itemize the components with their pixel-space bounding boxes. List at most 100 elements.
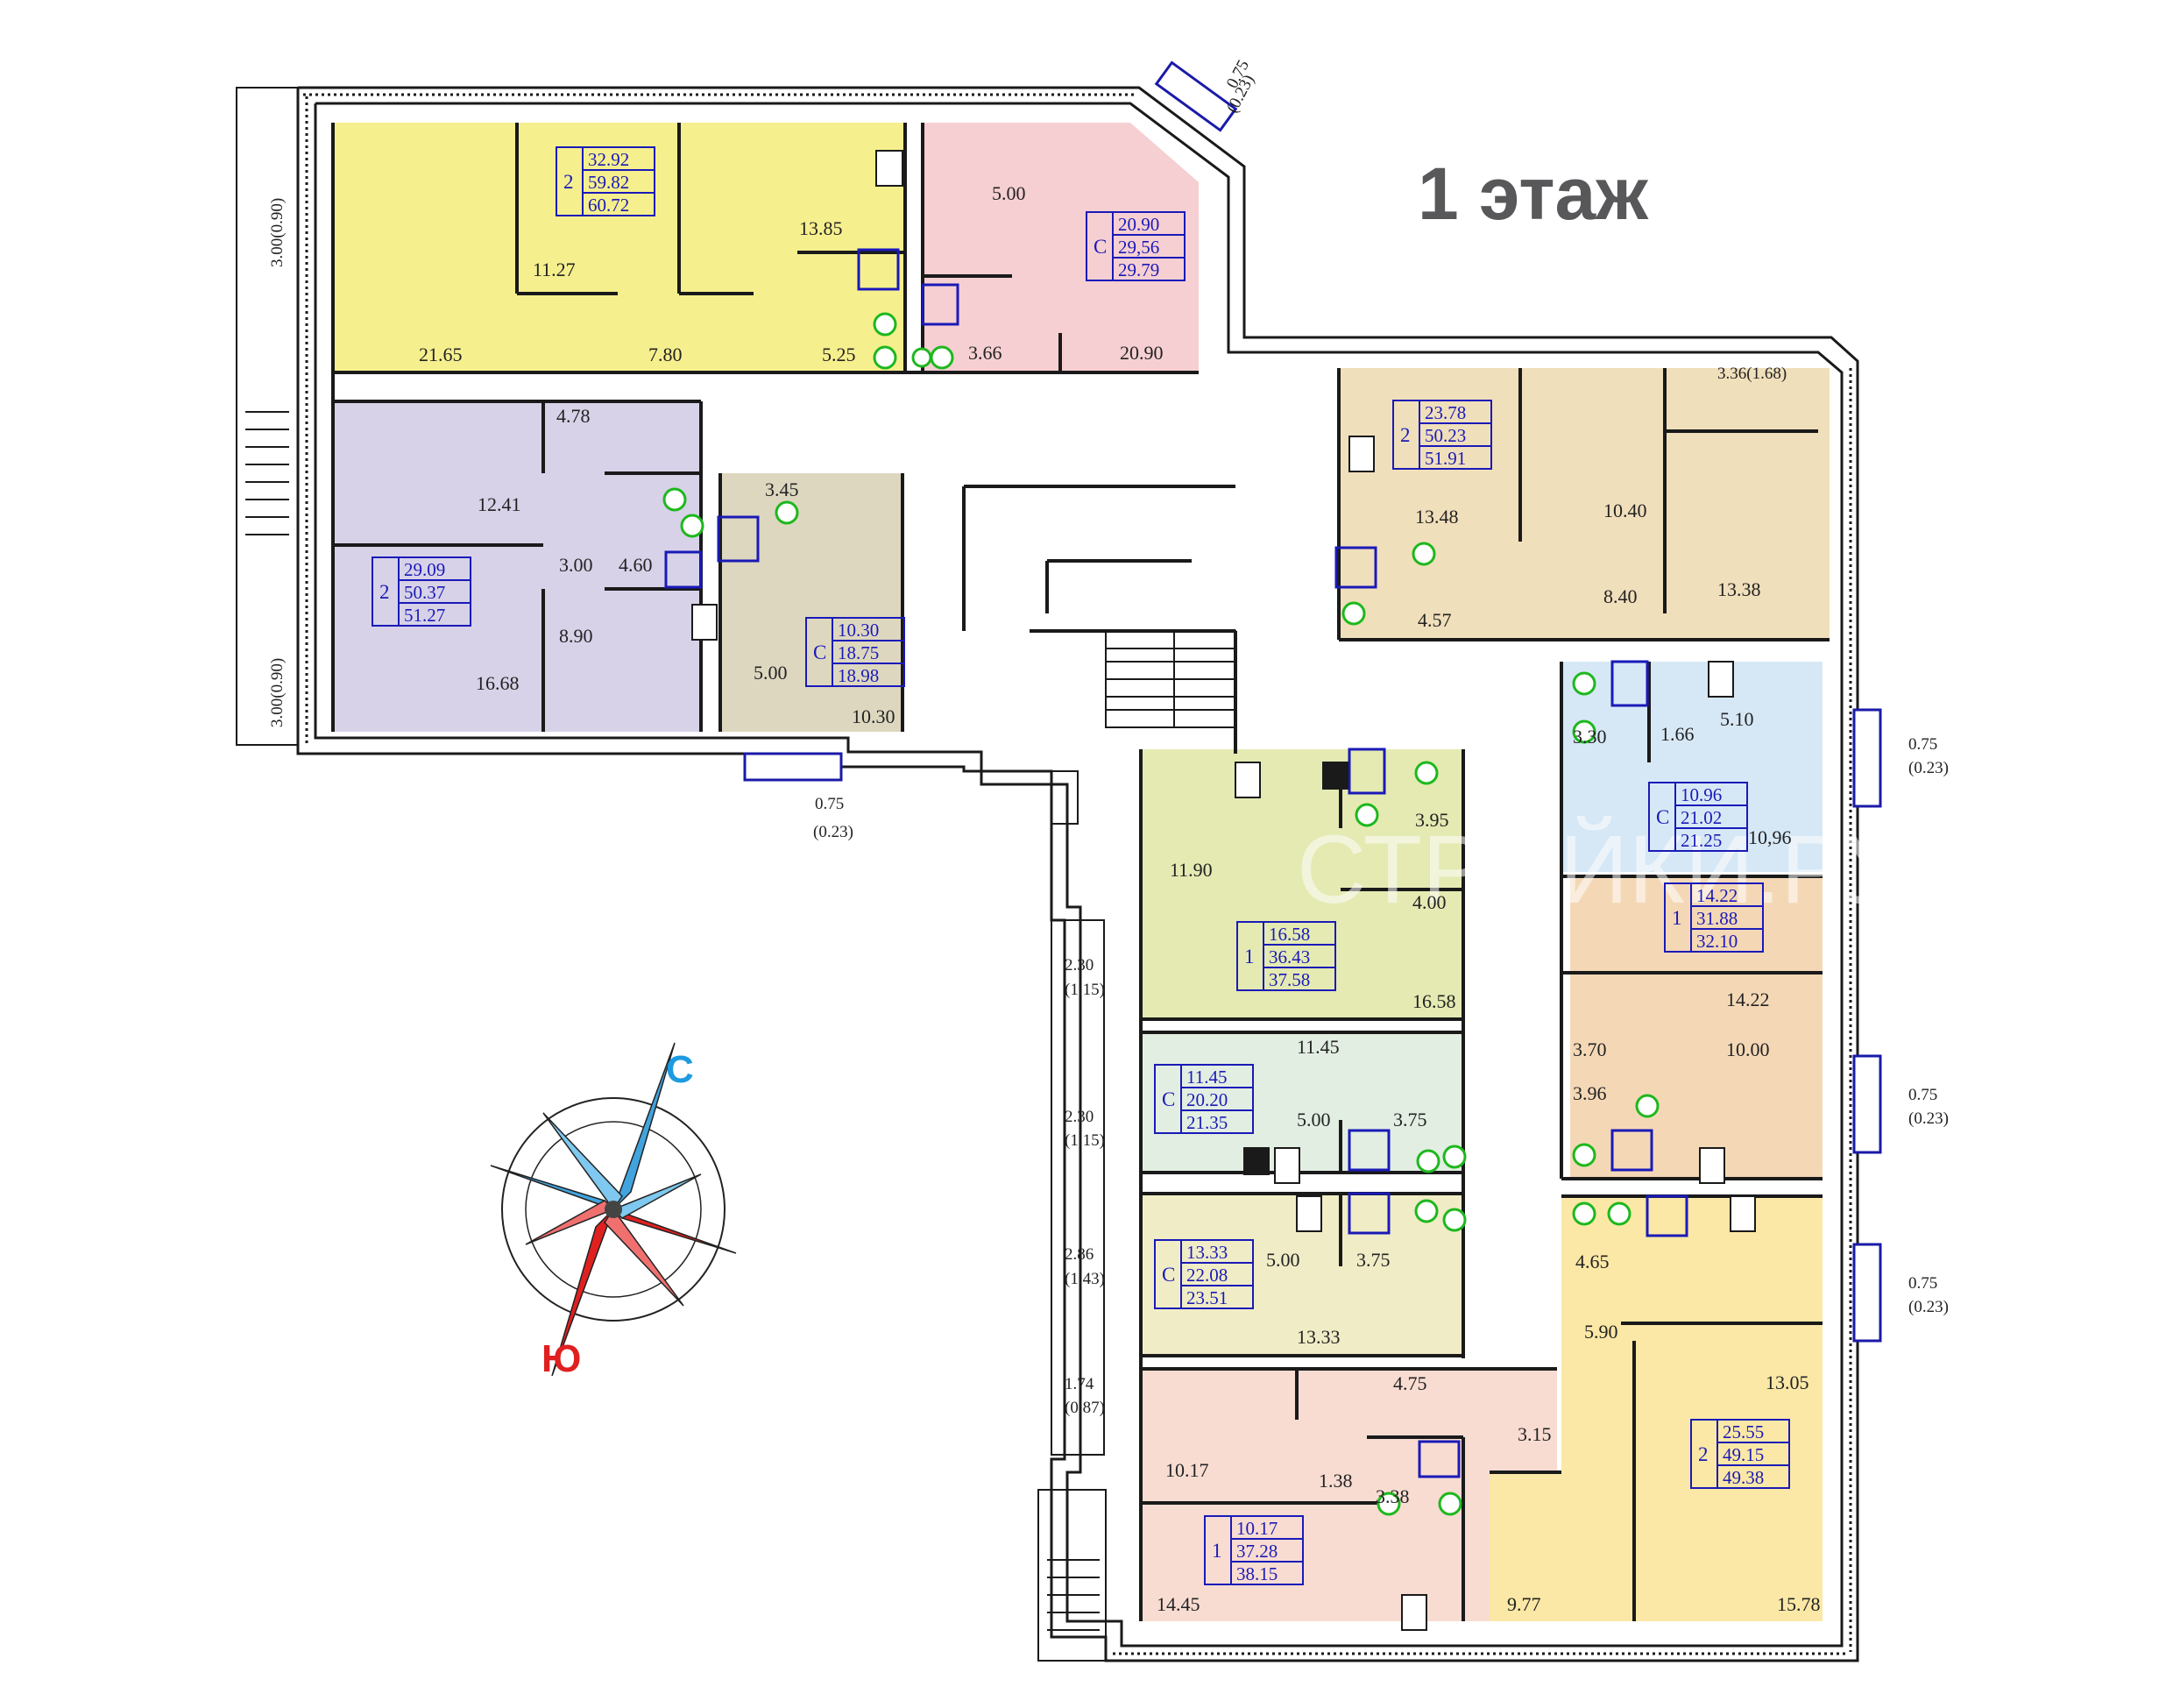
apartment-total-area: 20.20 xyxy=(1186,1089,1228,1110)
apartment-rooms-count: 2 xyxy=(1698,1443,1709,1465)
apartment-total-area-with-balcony: 49.38 xyxy=(1723,1467,1764,1488)
apartment-total-area: 36.43 xyxy=(1269,946,1310,967)
room-area-label: 4.00 xyxy=(1412,891,1447,913)
dimension-labels: 0.75 (0.23) 3.00(0.90) 3.00(0.90) 0.75 (0.23)… xyxy=(268,57,1949,1417)
room-area-label: 15.78 xyxy=(1777,1593,1821,1615)
room-area-label: 3.38 xyxy=(1376,1485,1410,1507)
apartment-living-area: 10.17 xyxy=(1236,1518,1278,1539)
apartment-total-area: 59.82 xyxy=(588,172,629,193)
staircase xyxy=(236,87,1236,1662)
dimension-label: (0.23) xyxy=(813,823,853,841)
dimension-label: (0.23) xyxy=(1908,759,1949,777)
apartment-living-area: 32.92 xyxy=(588,149,629,170)
apartment-total-area-with-balcony: 37.58 xyxy=(1269,969,1310,990)
apartment-total-area: 21.02 xyxy=(1681,807,1722,828)
room-area-label: 10.00 xyxy=(1726,1038,1770,1060)
apartment-total-area-with-balcony: 32.10 xyxy=(1696,931,1738,952)
apartment-rooms-count: С xyxy=(813,641,826,663)
room-area-label: 4.57 xyxy=(1418,609,1452,631)
room-area-label: 4.78 xyxy=(556,405,591,427)
apartment-rooms-count: 1 xyxy=(1672,907,1682,929)
apartment-fill-blue xyxy=(1561,662,1823,872)
apartment-living-area: 29.09 xyxy=(404,559,445,580)
apartment-total-area: 22.08 xyxy=(1186,1265,1228,1286)
room-area-label: 5.90 xyxy=(1584,1321,1618,1343)
apartment-living-area: 10.96 xyxy=(1681,784,1722,805)
room-area-label: 10.17 xyxy=(1165,1459,1209,1481)
apartment-living-area: 16.58 xyxy=(1269,924,1310,945)
room-area-label: 3.15 xyxy=(1518,1423,1552,1445)
apartment-rooms-count: С xyxy=(1094,236,1107,258)
room-area-label: 10.30 xyxy=(852,705,895,727)
apartment-total-area-with-balcony: 21.35 xyxy=(1186,1112,1228,1133)
room-area-label: 3.30 xyxy=(1573,726,1607,748)
dimension-label: 0.75 xyxy=(1908,1274,1937,1293)
apartment-total-area-with-balcony: 38.15 xyxy=(1236,1563,1278,1584)
room-area-label: 3.75 xyxy=(1393,1109,1427,1130)
apartment-total-area-with-balcony: 51.27 xyxy=(404,605,445,626)
apartment-total-area-with-balcony: 29.79 xyxy=(1118,259,1159,280)
apartment-rooms-count: 2 xyxy=(1400,424,1411,446)
room-area-label: 5.10 xyxy=(1720,708,1754,730)
apartment-fill-yellow-top xyxy=(333,123,905,372)
compass-south-label: Ю xyxy=(541,1337,581,1380)
room-area-label: 8.40 xyxy=(1603,585,1638,607)
apartment-living-area: 11.45 xyxy=(1186,1067,1227,1088)
apartment-fill-pink-top xyxy=(923,123,1199,372)
apartment-fill-purple xyxy=(333,401,701,732)
interior-walls xyxy=(331,123,1830,1621)
room-area-label: 13.33 xyxy=(1297,1326,1341,1348)
apartment-rooms-count: С xyxy=(1656,806,1669,828)
apartment-living-area: 14.22 xyxy=(1696,885,1738,906)
apartment-living-area: 23.78 xyxy=(1425,402,1466,423)
room-area-label: 5.00 xyxy=(754,662,788,684)
room-area-label: 13.05 xyxy=(1766,1371,1809,1393)
room-area-label: 21.65 xyxy=(419,344,463,365)
dimension-label: 0.75 xyxy=(815,795,844,813)
room-area-label: 5.25 xyxy=(822,344,856,365)
dimension-label: 0.75 xyxy=(1908,735,1937,754)
apartment-living-area: 13.33 xyxy=(1186,1242,1228,1263)
room-area-label: 3.75 xyxy=(1356,1249,1391,1271)
room-area-label: 12.41 xyxy=(478,493,521,515)
outer-walls xyxy=(296,86,1859,1662)
room-area-label: 3.66 xyxy=(968,342,1002,364)
watermark-text: СТРОЙКИ.РУ xyxy=(1297,816,1905,924)
dimension-label: 3.00(0.90) xyxy=(268,198,287,267)
balconies xyxy=(743,60,1882,1343)
apartment-living-area: 10.30 xyxy=(838,620,879,641)
apartment-total-area: 29,56 xyxy=(1118,237,1159,258)
dimension-label: (0.23) xyxy=(1908,1109,1949,1128)
dimension-label: 2.30 xyxy=(1065,956,1094,974)
apartment-total-area: 50.37 xyxy=(404,582,445,603)
apartment-total-area-with-balcony: 60.72 xyxy=(588,195,629,216)
dimension-label: 1.74 xyxy=(1065,1375,1094,1393)
room-area-label: 3.45 xyxy=(765,478,799,500)
room-area-label: 4.65 xyxy=(1575,1251,1610,1272)
room-area-label: 11.45 xyxy=(1297,1036,1340,1058)
apartment-fill-green-light xyxy=(1141,1032,1463,1173)
room-area-label: 14.22 xyxy=(1726,989,1770,1010)
apartment-fill-peach xyxy=(1570,876,1823,1179)
dimension-label: (0.23) xyxy=(1908,1298,1949,1316)
apartment-total-area-with-balcony: 21.25 xyxy=(1681,830,1722,851)
dimension-label: 3.00(0.90) xyxy=(268,658,287,727)
room-area-label: 9.77 xyxy=(1507,1593,1541,1615)
dimension-label: 2.30 xyxy=(1065,1108,1094,1126)
dimension-label: (1.15) xyxy=(1065,981,1105,999)
dimension-label: (1.15) xyxy=(1065,1131,1105,1150)
room-area-label: 13.48 xyxy=(1415,506,1459,528)
room-area-label: 3.95 xyxy=(1415,809,1449,831)
compass-north-label: С xyxy=(666,1048,694,1091)
room-area-label: 8.90 xyxy=(559,625,593,647)
